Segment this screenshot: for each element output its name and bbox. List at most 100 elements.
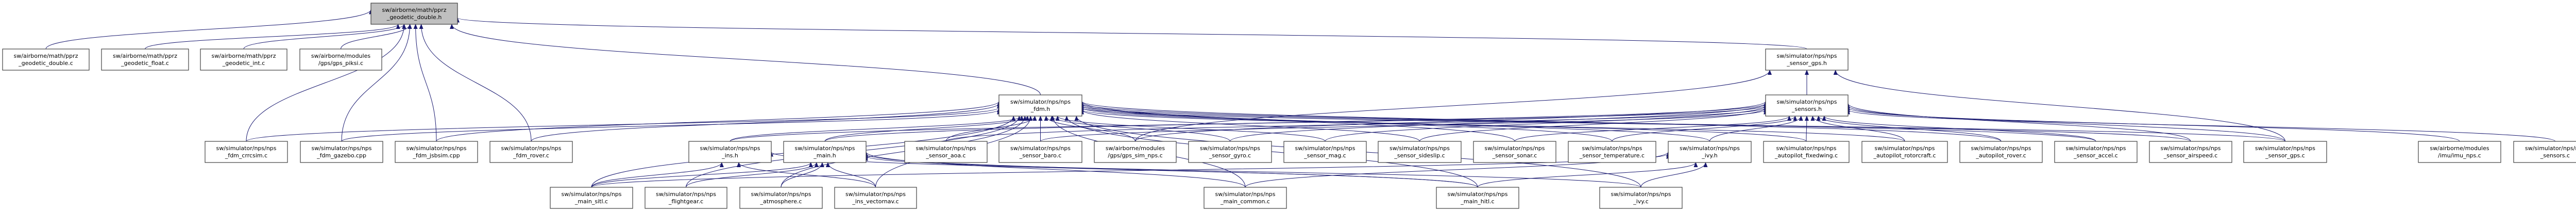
graph-node[interactable]: sw/airborne/modules/imu/imu_nps.c bbox=[2418, 141, 2501, 163]
node-label-line: sw/airborne/modules bbox=[311, 53, 370, 59]
edge-sensor_baro-to-sensors_h bbox=[1040, 109, 1768, 142]
node-label-line: sw/simulator/nps/nps bbox=[751, 191, 811, 198]
edge-fdm_gazebo-to-root bbox=[341, 24, 412, 142]
node-box bbox=[2418, 141, 2501, 163]
edge-sensor_sideslip-to-sensors_h bbox=[1419, 107, 1768, 142]
graph-node[interactable]: sw/simulator/nps/nps_autopilot_rotorcraf… bbox=[1861, 141, 1948, 163]
nodes-layer: sw/airborne/math/pprz_geodetic_double.hs… bbox=[2, 3, 2576, 209]
node-label-line: sw/simulator/nps/nps bbox=[1215, 191, 1275, 198]
graph-node[interactable]: sw/simulator/nps/nps_ivy.h bbox=[1668, 141, 1752, 163]
node-box bbox=[1765, 48, 1849, 71]
graph-node[interactable]: sw/simulator/nps/nps_sensors.c bbox=[2513, 141, 2576, 163]
graph-node[interactable]: sw/simulator/nps/nps_sensor_accel.c bbox=[2054, 141, 2138, 163]
node-label-line: sw/simulator/nps/nps bbox=[1776, 145, 1836, 152]
edge-main_sitl-to-ins_h bbox=[591, 162, 724, 188]
graph-node[interactable]: sw/simulator/nps/nps_sensor_gps.c bbox=[2243, 141, 2327, 163]
graph-node[interactable]: sw/simulator/nps/nps_sensor_baro.c bbox=[998, 141, 1082, 163]
graph-node[interactable]: sw/simulator/nps/nps_ins.h bbox=[688, 141, 772, 163]
graph-node[interactable]: sw/simulator/nps/nps_sensor_mag.c bbox=[1283, 141, 1367, 163]
node-label-line: _ivy.h bbox=[1701, 152, 1718, 159]
graph-node[interactable]: sw/simulator/nps/nps_sensor_airspeed.c bbox=[2149, 141, 2232, 163]
node-label-line: _sensor_baro.c bbox=[1019, 152, 1062, 159]
node-box bbox=[688, 141, 772, 163]
edge-geo_int_c-to-root bbox=[243, 24, 406, 50]
node-box bbox=[205, 141, 288, 163]
node-label-line: sw/simulator/nps/nps bbox=[406, 145, 466, 152]
node-label-line: sw/simulator/nps/nps bbox=[1971, 145, 2031, 152]
edge-atmosphere-to-main_h bbox=[781, 162, 824, 188]
node-box bbox=[1094, 141, 1177, 163]
node-label-line: sw/airborne/math/pprz bbox=[113, 53, 177, 59]
node-label-line: _fdm.h bbox=[1030, 106, 1050, 112]
graph-node[interactable]: sw/simulator/nps/nps_sensor_aoa.c bbox=[904, 141, 988, 163]
edge-main_hitl-to-fdm_h bbox=[1064, 116, 1478, 188]
node-box bbox=[1668, 141, 1752, 163]
root-node[interactable]: sw/airborne/math/pprz_geodetic_double.h bbox=[370, 3, 458, 25]
graph-node[interactable]: sw/simulator/nps/nps_atmosphere.c bbox=[739, 187, 823, 209]
edge-fdm_rover-to-root bbox=[419, 24, 532, 142]
node-label-line: /gps/gps_piksi.c bbox=[318, 60, 363, 67]
node-label-line: sw/simulator/nps/nps bbox=[1874, 145, 1935, 152]
graph-node[interactable]: sw/airborne/math/pprz_geodetic_double.c bbox=[2, 48, 90, 71]
node-label-line: sw/simulator/nps/nps bbox=[916, 145, 976, 152]
node-label-line: sw/simulator/nps/nps bbox=[1680, 145, 1740, 152]
graph-node[interactable]: sw/simulator/nps/nps_sensor_sonar.c bbox=[1473, 141, 1556, 163]
edge-sensor_gps_c-to-sensor_gps_h bbox=[1833, 70, 2285, 142]
node-label-line: _sensor_accel.c bbox=[2073, 152, 2118, 159]
node-box bbox=[370, 3, 458, 25]
graph-node[interactable]: sw/simulator/nps/nps_main_common.c bbox=[1204, 187, 1287, 209]
node-box bbox=[998, 141, 1082, 163]
node-label-line: sw/simulator/nps/nps bbox=[1447, 191, 1507, 198]
edge-sensor_gps_c-to-fdm_h bbox=[1080, 107, 2285, 142]
graph-node[interactable]: sw/simulator/nps/nps_main_sitl.c bbox=[550, 187, 633, 209]
graph-node[interactable]: sw/simulator/nps/nps_sensor_gps.h bbox=[1765, 48, 1849, 71]
node-box bbox=[101, 48, 189, 71]
edge-ins_vectornav-to-main_h bbox=[825, 162, 876, 188]
graph-node[interactable]: sw/simulator/nps/nps_autopilot_fixedwing… bbox=[1763, 141, 1850, 163]
node-label-line: _sensors.h bbox=[1791, 106, 1822, 112]
graph-node[interactable]: sw/simulator/nps/nps_flightgear.c bbox=[645, 187, 727, 209]
graph-node[interactable]: sw/airborne/math/pprz_geodetic_int.c bbox=[200, 48, 287, 71]
edge-main_sitl-to-main_h bbox=[591, 162, 813, 188]
node-box bbox=[1763, 141, 1850, 163]
node-label-line: /imu/imu_nps.c bbox=[2438, 152, 2481, 159]
graph-node[interactable]: sw/simulator/nps/nps_sensor_gyro.c bbox=[1188, 141, 1272, 163]
graph-node[interactable]: sw/simulator/nps/nps_autopilot_rover.c bbox=[1959, 141, 2043, 163]
edge-gps_piksi-to-root bbox=[341, 24, 412, 50]
graph-node[interactable]: sw/simulator/nps/nps_sensors.h bbox=[1765, 94, 1849, 117]
node-box bbox=[1861, 141, 1948, 163]
graph-node[interactable]: sw/simulator/nps/nps_sensor_temperature.… bbox=[1568, 141, 1656, 163]
node-label-line: sw/simulator/nps/nps bbox=[845, 191, 906, 198]
graph-node[interactable]: sw/simulator/nps/nps_ins_vectornav.c bbox=[834, 187, 917, 209]
edge-gps_sim_nps-to-fdm_h bbox=[1044, 116, 1136, 142]
node-label-line: sw/airborne/math/pprz bbox=[14, 53, 78, 59]
edge-sensor_mag-to-sensors_h bbox=[1325, 105, 1768, 142]
edge-main_common-to-main_h bbox=[864, 151, 1246, 188]
node-label-line: sw/simulator/nps/nps bbox=[1611, 191, 1671, 198]
edge-ins_h-to-fdm_h bbox=[730, 116, 1024, 142]
node-label-line: sw/simulator/nps/nps bbox=[1389, 145, 1450, 152]
graph-node[interactable]: sw/simulator/nps/nps_sensor_sideslip.c bbox=[1378, 141, 1462, 163]
node-label-line: sw/simulator/nps/nps bbox=[501, 145, 561, 152]
graph-node[interactable]: sw/simulator/nps/nps_fdm_crrcsim.c bbox=[205, 141, 288, 163]
node-label-line: _geodetic_int.c bbox=[222, 60, 265, 67]
node-label-line: _ins_vectornav.c bbox=[852, 198, 899, 205]
graph-node[interactable]: sw/simulator/nps/nps_main_hitl.c bbox=[1436, 187, 1519, 209]
graph-node[interactable]: sw/simulator/nps/nps_fdm_gazebo.cpp bbox=[300, 141, 383, 163]
graph-node[interactable]: sw/airborne/modules/gps/gps_piksi.c bbox=[299, 48, 382, 71]
edge-fdm_jsbsim-to-fdm_h bbox=[436, 101, 1001, 142]
graph-node[interactable]: sw/airborne/modules/gps/gps_sim_nps.c bbox=[1094, 141, 1177, 163]
graph-node[interactable]: sw/simulator/nps/nps_main.h bbox=[783, 141, 867, 163]
node-label-line: /gps/gps_sim_nps.c bbox=[1108, 152, 1163, 159]
graph-node[interactable]: sw/simulator/nps/nps_fdm_rover.c bbox=[489, 141, 573, 163]
edge-sensor_airspeed-to-fdm_h bbox=[1080, 105, 2191, 142]
node-label-line: sw/simulator/nps/nps bbox=[2525, 145, 2576, 152]
edge-sensor_sideslip-to-fdm_h bbox=[1080, 109, 1420, 142]
graph-node[interactable]: sw/airborne/math/pprz_geodetic_float.c bbox=[101, 48, 189, 71]
graph-node[interactable]: sw/simulator/nps/nps_fdm.h bbox=[998, 94, 1082, 117]
graph-node[interactable]: sw/simulator/nps/nps_fdm_jsbsim.cpp bbox=[395, 141, 478, 163]
graph-node[interactable]: sw/simulator/nps/nps_ivy.c bbox=[1599, 187, 1683, 209]
node-box bbox=[1765, 94, 1849, 117]
node-label-line: _sensor_temperature.c bbox=[1579, 152, 1645, 159]
